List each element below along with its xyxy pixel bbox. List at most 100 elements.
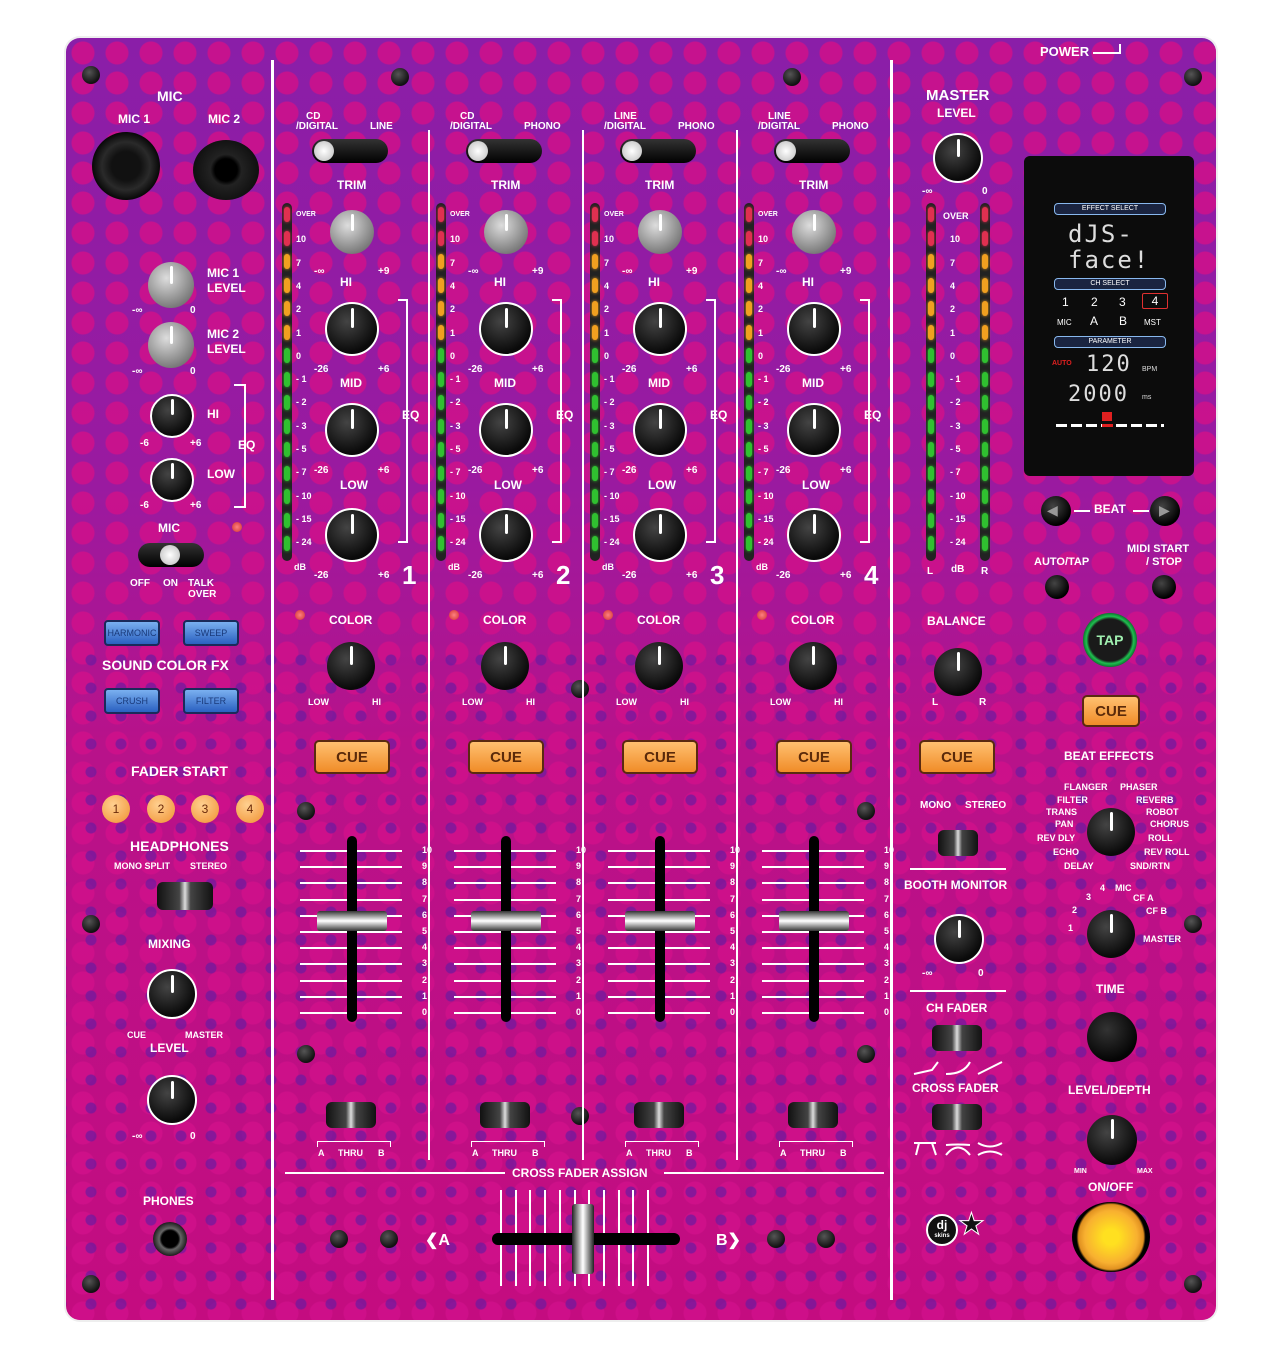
input-select-switch[interactable] [620, 139, 696, 163]
beat-fx-on-off-button[interactable] [1072, 1202, 1150, 1272]
eq-hi-knob[interactable] [479, 302, 533, 356]
assign-b-label: B [532, 1148, 539, 1158]
channel-cue-button[interactable]: CUE [314, 740, 390, 774]
input-select-switch[interactable] [774, 139, 850, 163]
level-depth-knob[interactable] [1087, 1115, 1137, 1165]
cross-fader-assign-switch[interactable] [480, 1102, 530, 1128]
effect-option-label: PHASER [1120, 782, 1158, 792]
beat-effect-select-knob[interactable] [1087, 808, 1135, 856]
eq-mid-max: +6 [532, 465, 544, 476]
trim-knob[interactable] [638, 210, 682, 254]
master-meter-scale-tick: - 1 [950, 374, 961, 385]
eq-hi-knob[interactable] [633, 302, 687, 356]
mic2-jack[interactable] [193, 140, 259, 200]
cross-fader-assign-switch[interactable] [326, 1102, 376, 1128]
eq-mid-knob[interactable] [633, 403, 687, 457]
beat-left-button[interactable]: ◀ [1041, 496, 1071, 526]
ch-fader-curve-switch[interactable] [932, 1025, 982, 1051]
fx-sweep-button[interactable]: SWEEP [183, 620, 239, 646]
cross-fader-curve-switch[interactable] [932, 1104, 982, 1130]
meter-scale-tick: 10 [604, 234, 615, 245]
fader-start-1-button[interactable]: 1 [102, 795, 130, 823]
beat-fx-channel-select-knob[interactable] [1087, 910, 1135, 958]
balance-knob[interactable] [934, 648, 982, 696]
booth-monitor-knob[interactable] [934, 914, 984, 964]
mic1-level-knob[interactable] [148, 262, 194, 308]
midi-start-stop-button[interactable] [1152, 575, 1176, 599]
eq-low-knob[interactable] [479, 508, 533, 562]
eq-low-knob[interactable] [325, 508, 379, 562]
headphones-level-knob[interactable] [147, 1075, 197, 1125]
master-mono-stereo-switch[interactable] [938, 830, 978, 856]
channel-fader-handle[interactable] [317, 911, 387, 931]
eq-label: EQ [710, 408, 728, 422]
beat-right-button[interactable]: ▶ [1150, 496, 1180, 526]
mic-low-knob[interactable] [150, 458, 194, 502]
beat-fx-cue-button[interactable]: CUE [1082, 695, 1140, 727]
eq-low-min: -26 [776, 570, 791, 581]
channel-cue-button[interactable]: CUE [622, 740, 698, 774]
ch-opt-b: B [1119, 314, 1128, 328]
phones-jack[interactable] [153, 1222, 187, 1256]
master-meter-scale-tick: - 24 [950, 537, 966, 548]
trim-knob[interactable] [330, 210, 374, 254]
mic-off-on-talkover-switch[interactable] [138, 543, 204, 567]
fader-scale-number: 8 [730, 877, 736, 888]
fader-start-3-button[interactable]: 3 [191, 795, 219, 823]
mic1-xlr-jack[interactable] [92, 132, 160, 200]
channel-fader-handle[interactable] [779, 911, 849, 931]
fx-crush-button[interactable]: CRUSH [104, 688, 160, 714]
assign-a-label: A [318, 1148, 325, 1158]
headphones-mixing-knob[interactable] [147, 969, 197, 1019]
trim-knob[interactable] [792, 210, 836, 254]
cross-fader-assign-switch[interactable] [634, 1102, 684, 1128]
eq-mid-knob[interactable] [325, 403, 379, 457]
trim-knob[interactable] [484, 210, 528, 254]
auto-tap-button[interactable] [1045, 575, 1069, 599]
channel-cue-button[interactable]: CUE [776, 740, 852, 774]
tap-button[interactable]: TAP [1083, 613, 1137, 667]
eq-hi-knob[interactable] [787, 302, 841, 356]
input-select-switch[interactable] [312, 139, 388, 163]
channel-fader-handle[interactable] [471, 911, 541, 931]
fader-scale-number: 2 [422, 974, 428, 985]
color-knob[interactable] [635, 642, 683, 690]
eq-mid-knob[interactable] [787, 403, 841, 457]
fx-harmonic-button[interactable]: HARMONIC [104, 620, 160, 646]
color-knob[interactable] [789, 642, 837, 690]
headphones-mono-stereo-switch[interactable] [157, 882, 213, 910]
trim-min: -∞ [314, 266, 325, 277]
input-a-label-2: /DIGITAL [758, 121, 801, 132]
color-knob[interactable] [481, 642, 529, 690]
mic-hi-knob[interactable] [150, 394, 194, 438]
fader-start-2-button[interactable]: 2 [147, 795, 175, 823]
cross-fader-handle[interactable] [572, 1204, 594, 1274]
master-level-knob[interactable] [933, 133, 983, 183]
color-knob[interactable] [327, 642, 375, 690]
fader-start-4-button[interactable]: 4 [236, 795, 264, 823]
channel-number: 2 [556, 560, 571, 590]
mic2-level-knob[interactable] [148, 322, 194, 368]
input-a-label-1: LINE [614, 111, 637, 122]
eq-low-knob[interactable] [787, 508, 841, 562]
eq-low-knob[interactable] [633, 508, 687, 562]
eq-mid-knob[interactable] [479, 403, 533, 457]
time-knob[interactable] [1087, 1012, 1137, 1062]
eq-label: EQ [864, 408, 882, 422]
meter-scale-tick: - 24 [296, 537, 312, 548]
eq-hi-knob[interactable] [325, 302, 379, 356]
fader-scale-number: 5 [576, 926, 582, 936]
cross-fader-assign-switch[interactable] [788, 1102, 838, 1128]
effect-option-label: REVERB [1136, 795, 1174, 805]
trim-min: -∞ [776, 266, 787, 277]
eq-mid-label: MID [494, 376, 516, 390]
fx-filter-button[interactable]: FILTER [183, 688, 239, 714]
fader-scale-number: 6 [576, 909, 582, 920]
master-cue-button[interactable]: CUE [919, 740, 995, 774]
meter-scale-tick: - 7 [296, 467, 307, 478]
channel-fader-handle[interactable] [625, 911, 695, 931]
color-low-label: LOW [462, 697, 483, 707]
channel-cue-button[interactable]: CUE [468, 740, 544, 774]
ch-opt-a: A [1090, 314, 1099, 328]
input-select-switch[interactable] [466, 139, 542, 163]
